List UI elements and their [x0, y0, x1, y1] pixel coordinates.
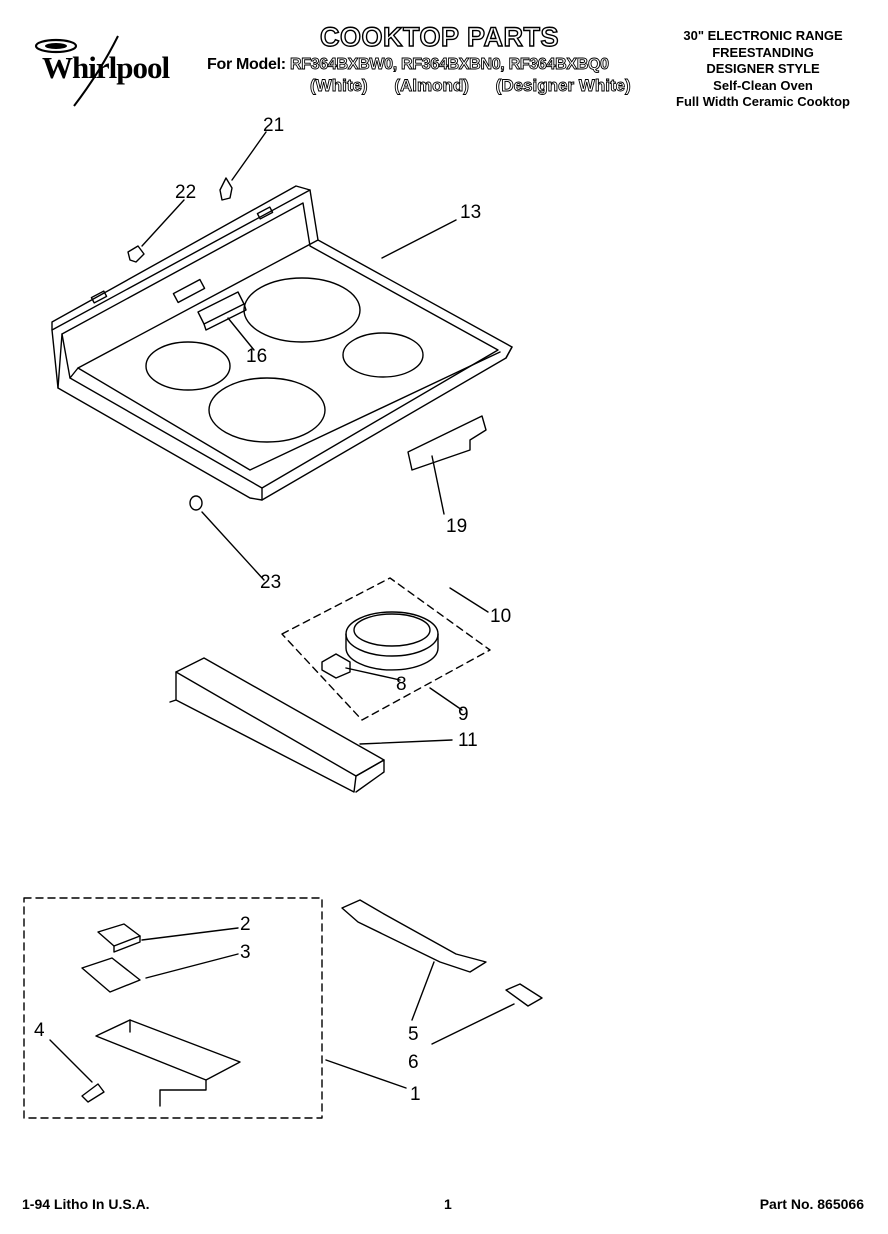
brand-name: Whirlpool — [42, 50, 170, 85]
bracket-part-4 — [81, 1083, 105, 1103]
connector-part-6 — [505, 983, 543, 1007]
callout-11: 11 — [458, 730, 478, 751]
callout-10: 10 — [490, 606, 512, 627]
part-19-shield — [407, 415, 487, 471]
control-mount-part — [95, 1019, 241, 1107]
limiter-part — [321, 653, 351, 679]
part-23-screw — [189, 495, 203, 511]
spec-line: FREESTANDING — [712, 44, 814, 60]
callout-22: 22 — [175, 182, 197, 203]
callout-16: 16 — [246, 346, 268, 367]
callout-2: 2 — [240, 914, 251, 935]
control-kit-box — [23, 897, 323, 1119]
spec-line: Full Width Ceramic Cooktop — [676, 94, 850, 109]
callout-9: 9 — [458, 704, 469, 725]
insulator-part-3 — [81, 957, 141, 993]
model-label: For Model: — [207, 56, 286, 73]
switch-part-2 — [97, 923, 141, 953]
cooktop-panel — [51, 185, 513, 501]
callout-1: 1 — [410, 1084, 421, 1105]
heating-element — [345, 611, 439, 671]
whirlpool-logo: R Whirlpool — [30, 32, 182, 112]
callout-4: 4 — [34, 1020, 45, 1041]
callout-13: 13 — [460, 202, 482, 223]
support-bracket — [169, 657, 385, 793]
control-window-part — [197, 291, 247, 331]
bar-part-5 — [341, 899, 487, 973]
element-kit-box — [281, 577, 491, 721]
callout-21: 21 — [263, 115, 285, 136]
spec-line: DESIGNER STYLE — [706, 61, 820, 76]
callout-6: 6 — [408, 1052, 419, 1073]
part-21-clip — [219, 177, 233, 201]
model-numbers: RF364BXBW0, RF364BXBN0, RF364BXBQ0 — [289, 56, 609, 74]
part-22-clip — [127, 245, 145, 263]
spec-line: 30" ELECTRONIC RANGE — [683, 28, 843, 43]
callout-3: 3 — [240, 942, 251, 963]
color-white: (White) — [310, 76, 368, 96]
part-number: Part No. 865066 — [759, 1196, 864, 1212]
page-title: COOKTOP PARTS — [319, 21, 560, 52]
color-designer-white: (Designer White) — [495, 76, 631, 96]
logo-swoosh-icon — [34, 35, 119, 107]
callout-8: 8 — [396, 674, 407, 695]
litho-note: 1-94 Litho In U.S.A. — [22, 1196, 150, 1212]
leader-lines — [49, 131, 515, 1089]
color-almond: (Almond) — [394, 76, 469, 96]
page-number: 1 — [444, 1196, 452, 1212]
cooktop-burner-zones — [145, 277, 424, 443]
callout-19: 19 — [446, 516, 468, 537]
spec-line: Self-Clean Oven — [713, 77, 813, 93]
model-line: For Model: RF364BXBW0, RF364BXBN0, RF364… — [207, 56, 609, 74]
callout-23: 23 — [260, 572, 282, 593]
color-variants: (White) (Almond) (Designer White) — [310, 76, 653, 96]
product-spec: 30" ELECTRONIC RANGE FREESTANDING DESIGN… — [676, 28, 850, 111]
callout-5: 5 — [408, 1024, 419, 1045]
